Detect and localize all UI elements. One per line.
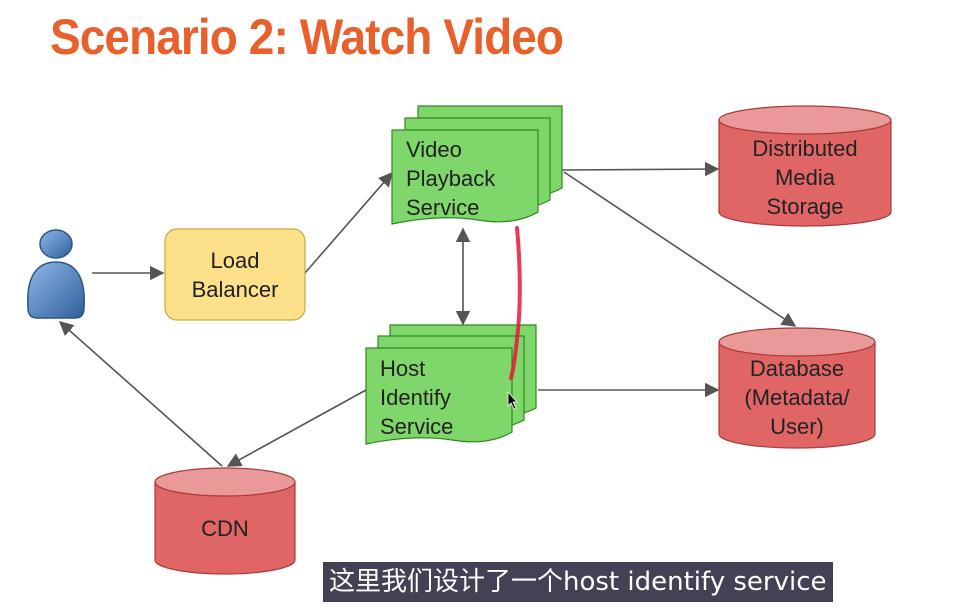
video-playback-label-1: Video [406, 137, 462, 162]
user-icon [27, 229, 85, 319]
video-playback-label-2: Playback [406, 166, 496, 191]
database-label-3: User) [770, 414, 824, 439]
database-node: Database (Metadata/ User) [718, 327, 876, 449]
pen-annotation-stroke [509, 226, 522, 380]
storage-label-3: Storage [766, 194, 843, 219]
video-playback-service-node: Video Playback Service [391, 105, 563, 225]
mouse-cursor-icon [507, 390, 518, 410]
arrows [58, 161, 797, 467]
storage-label-2: Media [775, 165, 836, 190]
slide-title: Scenario 2: Watch Video [50, 9, 564, 65]
load-balancer-label-1: Load [211, 248, 260, 273]
host-identify-label-2: Identify [380, 385, 451, 410]
load-balancer-node: Load Balancer [164, 228, 306, 321]
cdn-node: CDN [154, 467, 296, 575]
database-label-2: (Metadata/ [744, 385, 850, 410]
arrow-balancer-to-playback [304, 171, 393, 274]
distributed-media-storage-node: Distributed Media Storage [718, 105, 892, 227]
load-balancer-label-2: Balancer [192, 277, 279, 302]
video-subtitle: 这里我们设计了一个host identify service [323, 562, 833, 602]
arrow-playback-to-storage [561, 161, 720, 177]
video-playback-label-3: Service [406, 195, 479, 220]
database-label-1: Database [750, 356, 844, 381]
arrow-host-to-cdn [226, 389, 367, 467]
storage-label-1: Distributed [752, 136, 857, 161]
host-identify-label-1: Host [380, 356, 425, 381]
host-identify-service-node: Host Identify Service [365, 324, 537, 445]
arrow-playback-to-database [563, 171, 797, 327]
arrow-cdn-to-user [58, 321, 223, 467]
host-identify-label-3: Service [380, 414, 453, 439]
cdn-label: CDN [201, 516, 249, 541]
